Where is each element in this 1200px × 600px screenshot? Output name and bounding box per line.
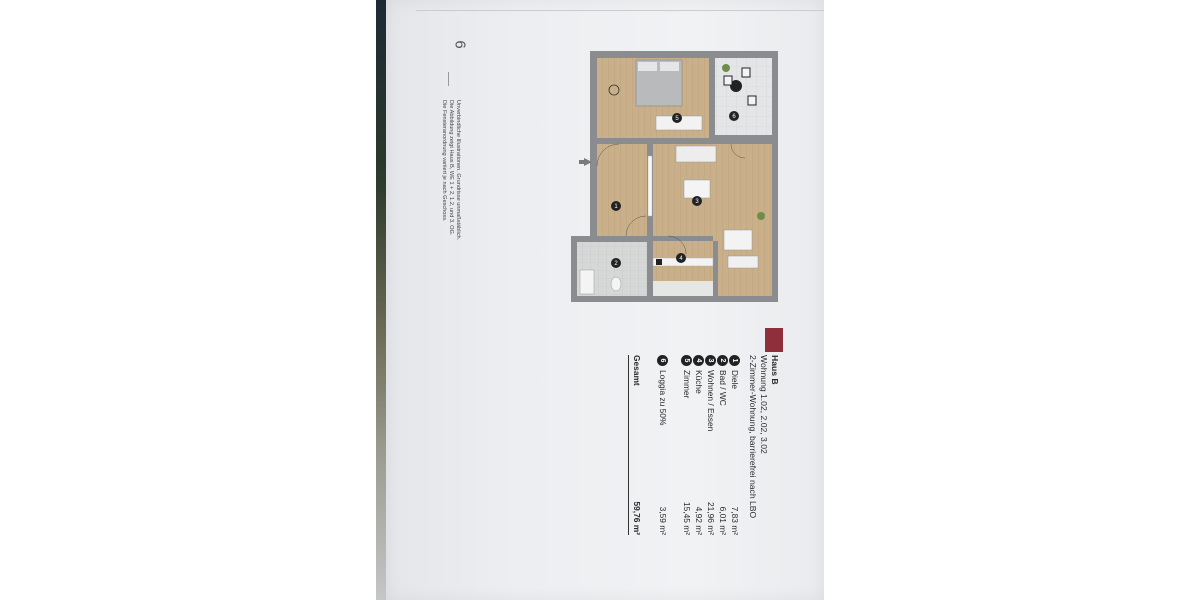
legend-row: 1 Diele 7,83 m² — [728, 355, 740, 535]
total-underline — [628, 355, 629, 535]
house-title: Haus B — [770, 355, 780, 385]
svg-text:3: 3 — [695, 199, 699, 205]
dining-table — [723, 229, 753, 251]
legend-row: 3 Wohnen / Essen 21,96 m² — [704, 355, 716, 535]
room-legend: Haus B Wohnung 1.02, 2.02, 3.02 2-Zimmer… — [620, 355, 780, 535]
accent-marker — [765, 328, 783, 352]
svg-text:1: 1 — [614, 204, 618, 210]
svg-text:4: 4 — [679, 256, 683, 262]
legend-row: 2 Bad / WC 6,01 m² — [716, 355, 728, 535]
unit-type: 2-Zimmer-Wohnung, barrierefrei nach LBO — [748, 355, 758, 519]
legend-row: 4 Küche 4,92 m² — [692, 355, 704, 535]
svg-text:2: 2 — [614, 261, 618, 267]
page-edge-line — [416, 10, 824, 11]
disclaimer-line-1: Unverbindliche Illustrationen. Grundriss… — [455, 100, 461, 241]
sofa — [675, 145, 717, 163]
wheelchair-icon — [608, 84, 620, 96]
svg-text:6: 6 — [732, 114, 736, 120]
unit-numbers: Wohnung 1.02, 2.02, 3.02 — [759, 355, 769, 454]
page-number-rule — [448, 72, 449, 86]
disclaimer-text: Unverbindliche Illustrationen. Grundriss… — [427, 100, 461, 270]
total-row: Gesamt 59,76 m² — [632, 355, 642, 535]
legend-row: 6 Loggia zu 50% 3,59 m² — [656, 355, 668, 535]
plant-icon — [722, 64, 730, 72]
floor-plan: 1 2 3 4 5 6 — [571, 51, 778, 302]
disclaimer-line-2: Die Abbildung zeigt Haus B, WE 1 + 2, 1.… — [448, 100, 454, 236]
room-1-diele — [597, 144, 647, 236]
legend-row: 5 Zimmer 15,45 m² — [680, 355, 692, 535]
page-number: 6 — [451, 40, 469, 49]
entrance-arrow-icon — [584, 158, 592, 166]
disclaimer-line-3: Die Fensteranordnung variiert je nach Ge… — [441, 100, 447, 222]
svg-text:5: 5 — [675, 116, 679, 122]
room-number-markers: 1 2 3 4 5 6 — [611, 111, 739, 268]
